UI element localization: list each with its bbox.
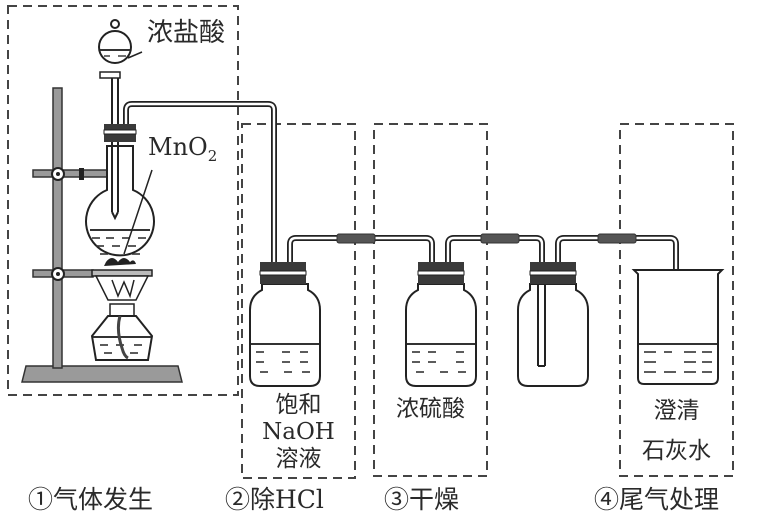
flask-body <box>85 145 155 257</box>
label-naoh-line3: 溶液 <box>275 446 322 472</box>
label-conc-sulfuric-acid: 浓硫酸 <box>396 396 465 422</box>
label-mno2: MnO2 <box>148 135 217 164</box>
section-label-tail-gas: ④尾气处理 <box>594 485 720 514</box>
rubber-connector-1 <box>336 233 376 244</box>
lamp-wick <box>116 315 129 360</box>
rubber-connector-3 <box>597 233 637 244</box>
round-bottom-flask <box>85 124 155 266</box>
section-label-gas-generation: ①气体发生 <box>28 485 154 514</box>
label-naoh-line1: 饱和 <box>275 392 322 418</box>
iron-stand <box>21 87 183 383</box>
stand-rod <box>52 87 63 369</box>
section-box-drying <box>373 123 488 477</box>
stand-base <box>21 365 183 383</box>
safety-bottle-empty <box>517 262 589 387</box>
funnel-stopcock <box>99 71 121 79</box>
mno2-pointer <box>123 169 153 255</box>
section-box-tail-gas <box>619 123 734 477</box>
tubing <box>123 101 679 362</box>
wash-bottle-naoh <box>249 262 321 387</box>
label-conc-hydrochloric-acid: 浓盐酸 <box>147 18 226 48</box>
mno2-solid <box>104 258 136 266</box>
separatory-funnel <box>98 19 143 124</box>
lamp-cap <box>109 303 135 317</box>
alcohol-lamp <box>90 269 154 361</box>
clamp-screw <box>79 168 84 180</box>
label-limewater-line2: 石灰水 <box>642 438 711 464</box>
section-box-remove-hcl <box>241 123 356 479</box>
label-mno2-text: MnO <box>148 133 208 161</box>
wash-bottle-sulfuric-acid <box>405 262 477 387</box>
clamp-arm <box>32 169 114 178</box>
section-label-remove-hcl: ②除HCl <box>225 485 324 514</box>
acid-pointer <box>127 51 143 59</box>
section-label-drying: ③干燥 <box>384 485 460 514</box>
label-limewater-line1: 澄清 <box>653 398 700 424</box>
beaker-limewater <box>631 269 725 385</box>
label-mno2-subscript: 2 <box>207 146 218 165</box>
rubber-connector-2 <box>480 233 520 244</box>
label-naoh-line2: NaOH <box>262 419 335 445</box>
section-box-gas-generation <box>7 5 239 396</box>
wire-gauze <box>91 269 153 277</box>
flame-inner <box>111 279 135 299</box>
